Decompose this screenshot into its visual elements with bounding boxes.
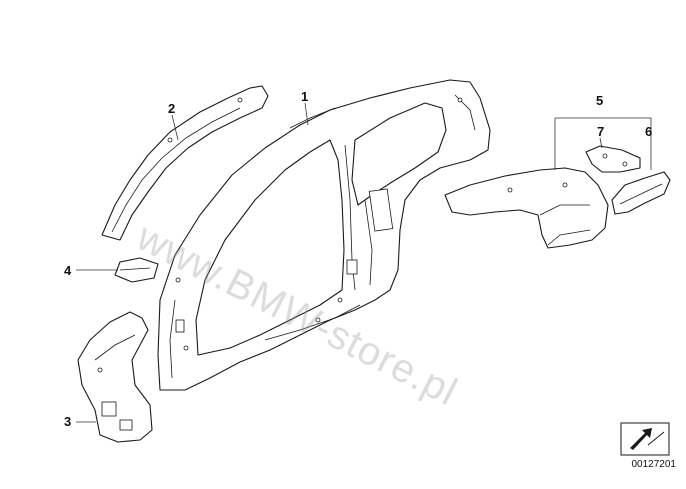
leader-line-5-6: [555, 117, 652, 170]
arrow-label-icon: [620, 422, 670, 456]
part-4-bracket[interactable]: [114, 257, 159, 283]
part-5-wheel-house[interactable]: [444, 167, 609, 249]
leader-line-7: [599, 137, 603, 149]
diagram-number: 00127201: [631, 459, 677, 470]
callout-3[interactable]: 3: [64, 414, 72, 429]
part-2-pillar-reinforcement[interactable]: [101, 85, 269, 241]
callout-1[interactable]: 1: [301, 89, 309, 104]
part-3-lower-reinforcement[interactable]: [77, 311, 153, 443]
part-1-side-frame[interactable]: [157, 79, 491, 391]
leader-line-2: [171, 114, 179, 141]
leader-line-1: [304, 102, 309, 126]
callout-2[interactable]: 2: [168, 101, 176, 116]
leader-lines: [76, 102, 652, 423]
callout-7[interactable]: 7: [597, 124, 605, 139]
part-7-bracket[interactable]: [585, 145, 641, 173]
callout-5[interactable]: 5: [596, 93, 604, 108]
part-6-reinforcement[interactable]: [611, 171, 671, 215]
callout-6[interactable]: 6: [645, 124, 653, 139]
callout-4[interactable]: 4: [64, 263, 72, 278]
